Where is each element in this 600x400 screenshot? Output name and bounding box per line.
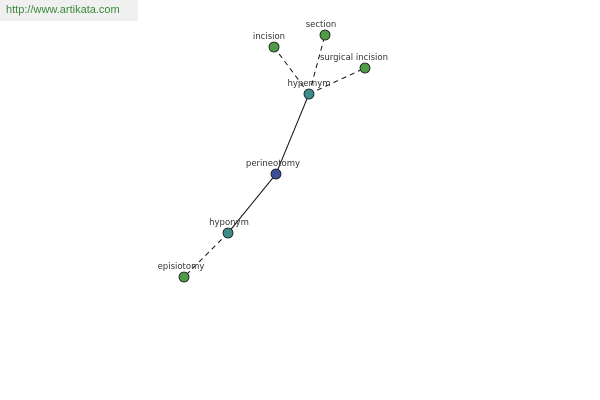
node-episiotomy[interactable] [178, 271, 190, 283]
node-incision[interactable] [268, 41, 280, 53]
node-label-hyponym[interactable]: hyponym [209, 218, 249, 228]
node-label-episiotomy[interactable]: episiotomy [158, 262, 205, 272]
edge-hyponym-episiotomy [183, 232, 229, 278]
edge-hypernym-incision [273, 46, 310, 95]
nodes-layer [178, 29, 371, 283]
site-watermark[interactable]: http://www.artikata.com [0, 0, 138, 21]
edge-perineotomy-hypernym [275, 93, 310, 175]
edge-hypernym-surgical_incision [308, 67, 366, 95]
node-label-incision[interactable]: incision [253, 32, 285, 42]
node-hyponym[interactable] [222, 227, 234, 239]
node-label-surgical_incision[interactable]: surgical incision [320, 53, 388, 63]
node-section[interactable] [319, 29, 331, 41]
node-label-perineotomy[interactable]: perineotomy [246, 159, 300, 169]
node-hypernym[interactable] [303, 88, 315, 100]
node-label-hypernym[interactable]: hypernym [287, 79, 330, 89]
labels-layer: perineotomy hypernym hyponym incision sectio… [158, 20, 388, 272]
node-surgical_incision[interactable] [359, 62, 371, 74]
edge-perineotomy-hyponym [227, 173, 277, 234]
node-label-section[interactable]: section [306, 20, 337, 30]
edge-hypernym-section [308, 34, 326, 95]
node-perineotomy[interactable] [270, 168, 282, 180]
edges-layer [183, 34, 366, 278]
